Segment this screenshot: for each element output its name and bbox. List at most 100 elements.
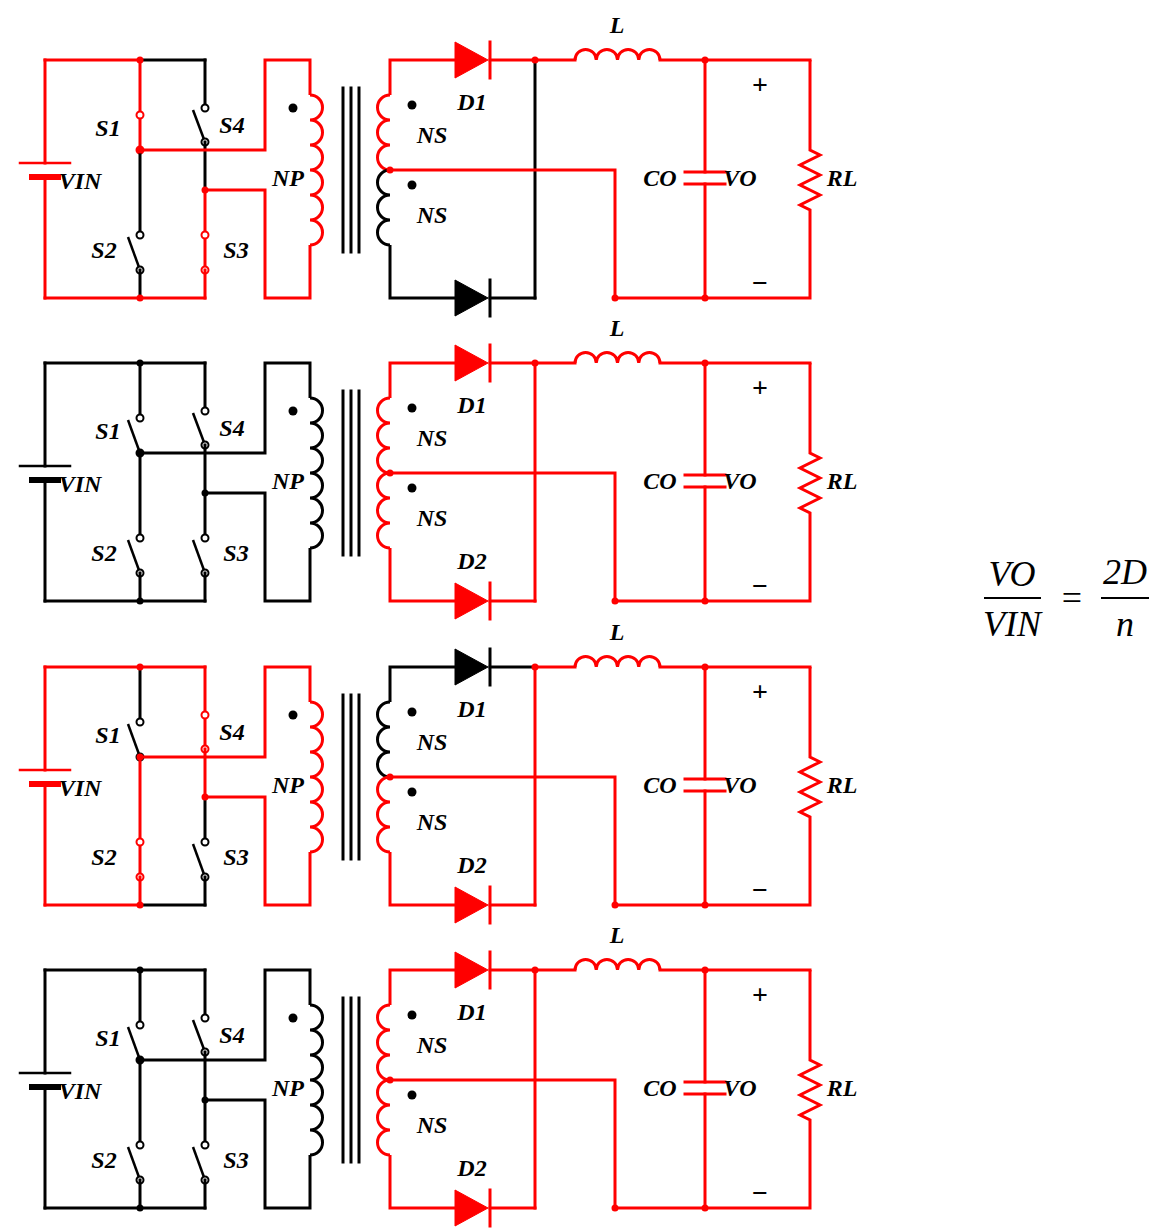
wire: [490, 666, 535, 669]
winding-label: NS: [417, 123, 448, 147]
junction-dot: [289, 104, 298, 113]
wire: [204, 715, 207, 749]
junction-dot: [137, 295, 144, 302]
switch-terminal: [137, 535, 144, 542]
wire: [140, 666, 205, 669]
switch-terminal: [137, 450, 144, 457]
junction-dot: [137, 360, 144, 367]
source-label: VIN: [59, 169, 102, 193]
capacitor-label: CO: [643, 469, 676, 493]
junction-dot: [702, 1205, 709, 1212]
wire: [204, 573, 207, 601]
wire: [490, 969, 535, 972]
junction-dot: [289, 1014, 298, 1023]
switch-label: S2: [91, 845, 116, 869]
wire: [204, 1100, 207, 1145]
secondary-winding: [378, 473, 391, 548]
resistor-label: RL: [827, 773, 858, 797]
switch-lever: [193, 1147, 205, 1180]
wire: [685, 171, 725, 174]
wire: [358, 391, 361, 555]
switch-lever: [128, 1027, 140, 1060]
wire: [32, 477, 58, 483]
junction-dot: [408, 101, 417, 110]
switch-lever: [128, 724, 140, 757]
wire: [45, 1207, 140, 1210]
polarity-sign: −: [752, 572, 768, 600]
junction-dot: [137, 147, 144, 154]
wire: [139, 115, 142, 150]
capacitor-label: CO: [643, 773, 676, 797]
switch-label: S2: [91, 541, 116, 565]
switch-terminal: [137, 839, 144, 846]
wire: [140, 667, 310, 757]
wire: [204, 363, 207, 411]
secondary-winding: [378, 1005, 391, 1080]
wire: [20, 162, 70, 165]
wire: [342, 695, 345, 859]
switch-terminal: [137, 112, 144, 119]
wire: [204, 493, 207, 538]
wire: [204, 797, 207, 842]
winding-label: NS: [417, 203, 448, 227]
wire: [140, 60, 310, 150]
wire: [704, 184, 707, 298]
wire: [140, 363, 310, 453]
wire: [140, 970, 310, 1060]
wire: [490, 59, 535, 62]
switch-terminal: [137, 232, 144, 239]
voltage-label: VO: [723, 166, 756, 190]
primary-winding: [310, 398, 323, 548]
wire: [704, 970, 707, 1082]
wire: [350, 88, 353, 252]
junction-dot: [612, 1205, 619, 1212]
diode-label: D2: [457, 1156, 486, 1180]
wire: [44, 970, 47, 1073]
junction-dot: [532, 360, 539, 367]
switch-label: S2: [91, 238, 116, 262]
junction-dot: [612, 295, 619, 302]
switch-terminal: [137, 1142, 144, 1149]
wire: [44, 480, 47, 601]
switch-terminal: [137, 719, 144, 726]
wire: [535, 666, 575, 669]
wire: [45, 666, 140, 669]
wire: [139, 667, 142, 722]
voltage-label: VO: [723, 773, 756, 797]
junction-dot: [202, 1097, 209, 1104]
inductor-label: L: [610, 13, 625, 37]
junction-dot: [702, 967, 709, 974]
secondary-winding: [378, 398, 391, 473]
switch-terminal: [202, 1015, 209, 1022]
wire: [534, 667, 537, 905]
secondary-winding: [378, 95, 391, 170]
polarity-sign: +: [752, 678, 768, 706]
wire: [390, 852, 455, 905]
switch-label: S1: [95, 1026, 120, 1050]
junction-dot: [532, 967, 539, 974]
wire: [32, 781, 58, 787]
wire: [390, 970, 455, 1005]
wire: [45, 362, 140, 365]
wire: [45, 297, 140, 300]
wire: [45, 59, 140, 62]
junction-dot: [532, 57, 539, 64]
wire: [204, 667, 207, 715]
wire: [45, 904, 140, 907]
wire: [44, 60, 47, 163]
junction-dot: [702, 598, 709, 605]
wire: [20, 465, 70, 468]
wire: [20, 1072, 70, 1075]
resistor-symbol: [390, 363, 820, 601]
diode-label: D2: [457, 853, 486, 877]
wire: [140, 297, 205, 300]
switch-label: S3: [223, 845, 248, 869]
wire: [534, 970, 537, 1208]
inductor-symbol: [575, 959, 660, 970]
secondary-winding: [378, 1080, 391, 1155]
wire: [358, 998, 361, 1162]
inductor-label: L: [610, 923, 625, 947]
formula-term: VO: [989, 556, 1036, 592]
wire: [44, 1087, 47, 1208]
